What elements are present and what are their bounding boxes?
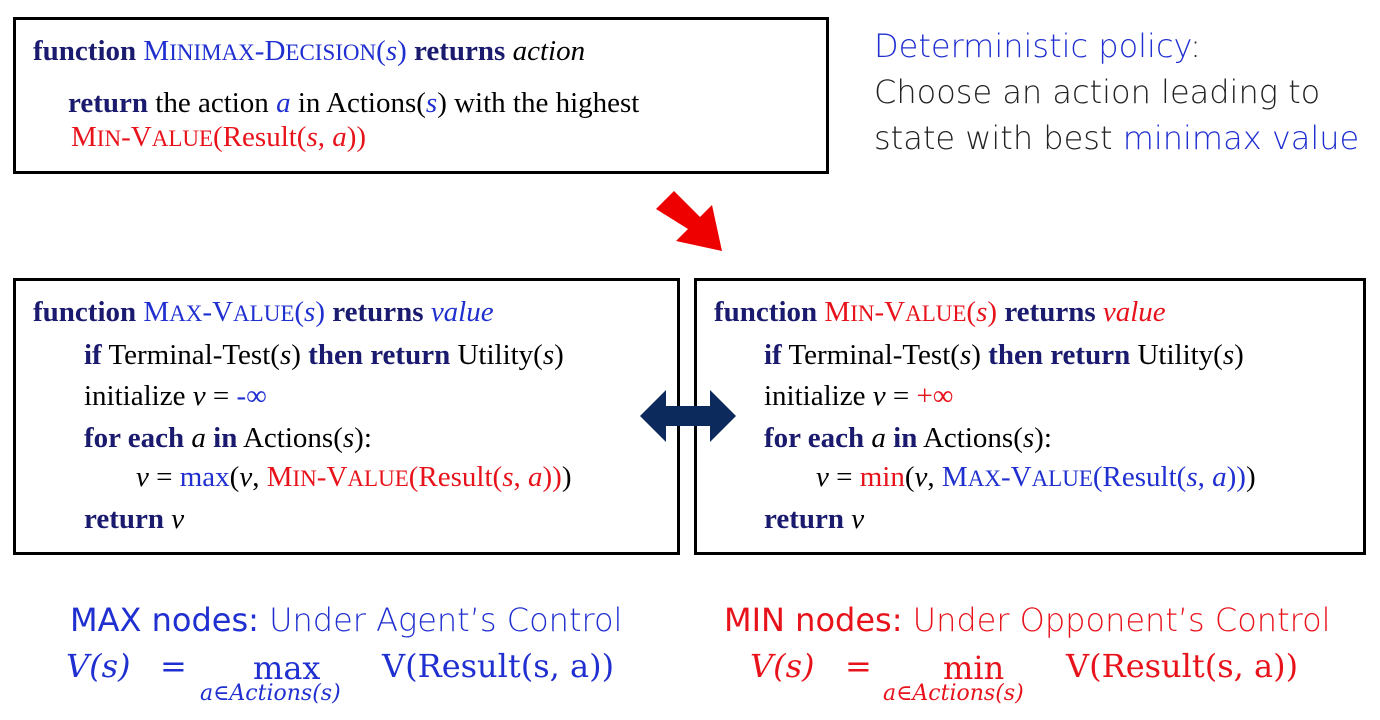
keyword-return: return	[68, 87, 149, 119]
min-formula-op: min	[943, 649, 1005, 687]
max-init-line: initialize v = -∞	[84, 380, 267, 412]
min-formula-eq: =	[845, 647, 872, 685]
keyword-function: function	[33, 35, 137, 67]
max-signature-line: function MAX-VALUE(s) returns value	[33, 296, 494, 328]
min-init-line: initialize v = +∞	[764, 380, 954, 412]
min-for-line: for each a in Actions(s):	[764, 422, 1052, 454]
max-caption: MAX nodes: Under Agent’s Control	[70, 601, 623, 639]
min-caption: MIN nodes: Under Opponent’s Control	[724, 601, 1331, 639]
keyword-returns: returns	[414, 35, 506, 67]
navy-double-arrow-icon	[640, 390, 736, 442]
max-return-line: return v	[84, 503, 185, 535]
min-assign-line: v = min(v, MAX-VALUE(Result(s, a)))	[816, 461, 1256, 493]
policy-note: Deterministic policy: Choose an action l…	[874, 30, 1359, 168]
minimax-decision-box: function MINIMAX-DECISION(s) returns act…	[13, 17, 829, 174]
min-return-line: return v	[764, 503, 865, 535]
policy-note-line3: state with best minimax value	[874, 119, 1360, 157]
decision-min-value-line: MIN-VALUE(Result(s, a))	[71, 121, 367, 153]
min-value-box: function MIN-VALUE(s) returns value if T…	[694, 278, 1366, 555]
decision-signature-line: function MINIMAX-DECISION(s) returns act…	[33, 37, 585, 66]
max-assign-line: v = max(v, MIN-VALUE(Result(s, a)))	[136, 461, 572, 493]
max-value-box: function MAX-VALUE(s) returns value if T…	[13, 278, 680, 555]
max-for-line: for each a in Actions(s):	[84, 422, 372, 454]
max-formula: V(s)	[66, 650, 131, 682]
min-formula-rhs: V(Result(s, a))	[1066, 647, 1299, 685]
decision-function-name: MINIMAX-DECISION(s)	[143, 35, 407, 67]
max-if-line: if Terminal-Test(s) then return Utility(…	[84, 339, 564, 371]
max-function-name: MAX-VALUE(s)	[143, 296, 326, 328]
red-diagonal-arrow-icon	[656, 191, 722, 251]
max-formula-eq: =	[160, 647, 187, 685]
max-formula-sub: a∈Actions(s)	[200, 681, 341, 706]
decision-return-line: return the action a in Actions(s) with t…	[68, 87, 640, 119]
min-formula-sub: a∈Actions(s)	[883, 681, 1024, 706]
return-type: action	[512, 35, 586, 67]
min-if-line: if Terminal-Test(s) then return Utility(…	[764, 339, 1244, 371]
min-function-name: MIN-VALUE(s)	[824, 296, 998, 328]
min-signature-line: function MIN-VALUE(s) returns value	[714, 296, 1166, 328]
min-formula: V(s)	[750, 650, 815, 682]
policy-note-line1: Deterministic policy:	[874, 27, 1201, 65]
min-formula-lhs: V(s)	[750, 647, 815, 685]
max-formula-op: max	[253, 649, 321, 687]
max-formula-rhs: V(Result(s, a))	[382, 647, 615, 685]
max-formula-lhs: V(s)	[66, 647, 131, 685]
policy-note-line2: Choose an action leading to	[874, 73, 1321, 111]
